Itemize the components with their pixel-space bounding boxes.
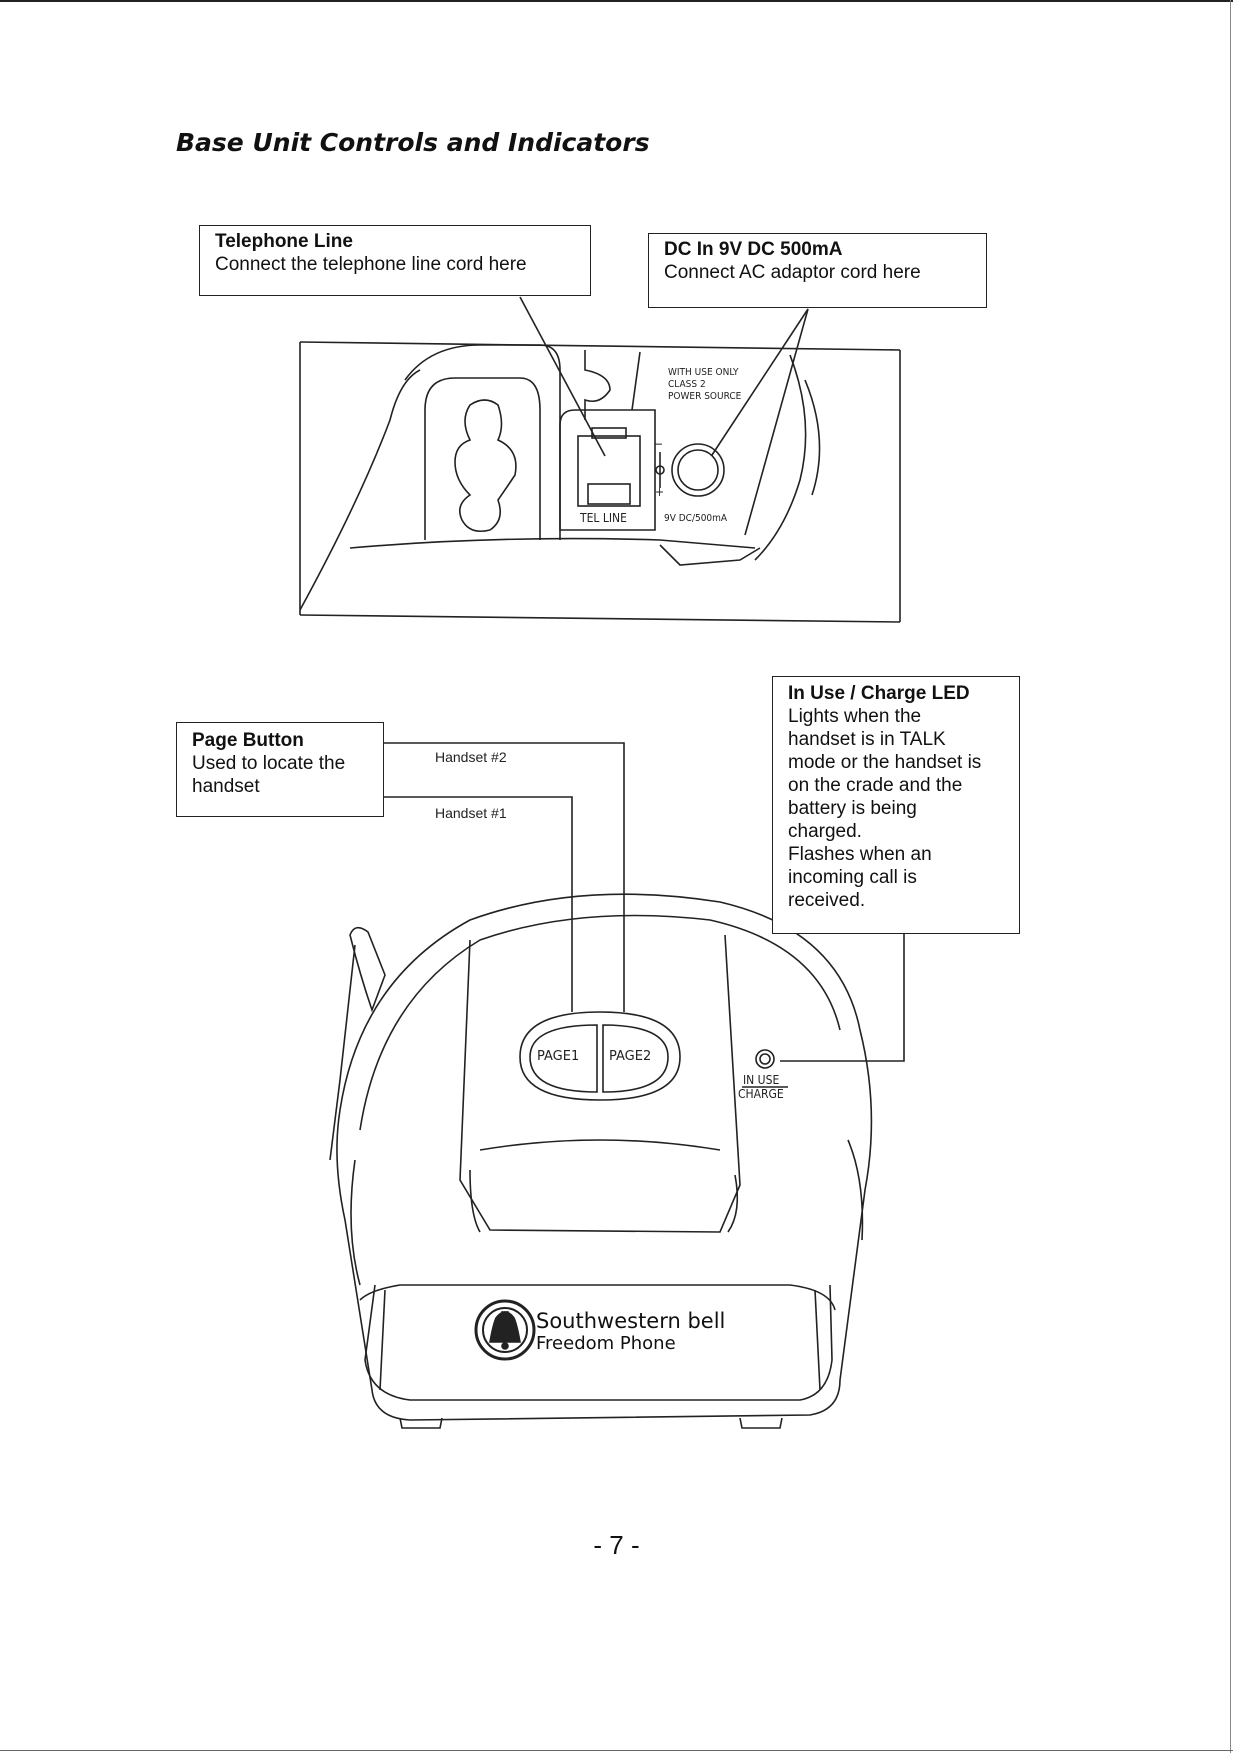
brand-name: Southwestern bell	[536, 1309, 726, 1333]
led-label-in-use: IN USE	[743, 1073, 780, 1087]
page-edge	[0, 0, 1233, 2]
led-label-charge: CHARGE	[738, 1087, 784, 1101]
callout-title: Page Button	[192, 730, 304, 751]
page-number: - 7 -	[593, 1530, 640, 1560]
dc-rating-label: 9V DC/500mA	[664, 513, 728, 524]
rear-panel-illustration	[299, 341, 901, 623]
leader-line-handset2	[384, 742, 625, 1012]
callout-dc-in: DC In 9V DC 500mA Connect AC adaptor cor…	[648, 233, 987, 308]
power-notice-line: CLASS 2	[668, 379, 706, 390]
page1-button: PAGE1	[537, 1049, 580, 1064]
callout-description: Lights when the handset is in TALK mode …	[788, 706, 982, 911]
page-heading: Base Unit Controls and Indicators	[176, 128, 650, 157]
page2-button: PAGE2	[609, 1049, 652, 1064]
callout-description: Connect AC adaptor cord here	[664, 262, 921, 283]
leader-line-handset1	[384, 796, 573, 1012]
polarity-plus: +	[655, 485, 665, 499]
leader-line	[519, 296, 606, 457]
page-edge	[1230, 0, 1231, 1753]
polarity-minus: −	[654, 437, 664, 451]
handset2-label: Handset #2	[435, 749, 507, 765]
leader-line-led	[780, 934, 905, 1062]
page-edge	[0, 1750, 1233, 1751]
brand-subtitle: Freedom Phone	[536, 1333, 676, 1354]
callout-description: Used to locate the handset	[192, 753, 346, 797]
power-notice-line: WITH USE ONLY	[668, 367, 739, 378]
bell-logo-icon	[474, 1299, 536, 1361]
callout-telephone-line: Telephone Line Connect the telephone lin…	[199, 225, 591, 296]
base-unit-illustration	[329, 893, 873, 1429]
power-notice: WITH USE ONLY CLASS 2 POWER SOURCE	[668, 367, 741, 403]
callout-title: Telephone Line	[215, 231, 353, 252]
power-notice-line: POWER SOURCE	[668, 391, 742, 402]
callout-title: In Use / Charge LED	[788, 683, 970, 704]
callout-in-use-charge-led: In Use / Charge LED Lights when the hand…	[772, 676, 1020, 934]
callout-page-button: Page Button Used to locate the handset	[176, 722, 384, 817]
leader-line	[744, 308, 809, 536]
handset1-label: Handset #1	[435, 805, 507, 821]
leader-line	[711, 308, 809, 456]
callout-description: Connect the telephone line cord here	[215, 254, 527, 275]
tel-line-label: TEL LINE	[580, 511, 627, 525]
callout-title: DC In 9V DC 500mA	[664, 239, 843, 260]
